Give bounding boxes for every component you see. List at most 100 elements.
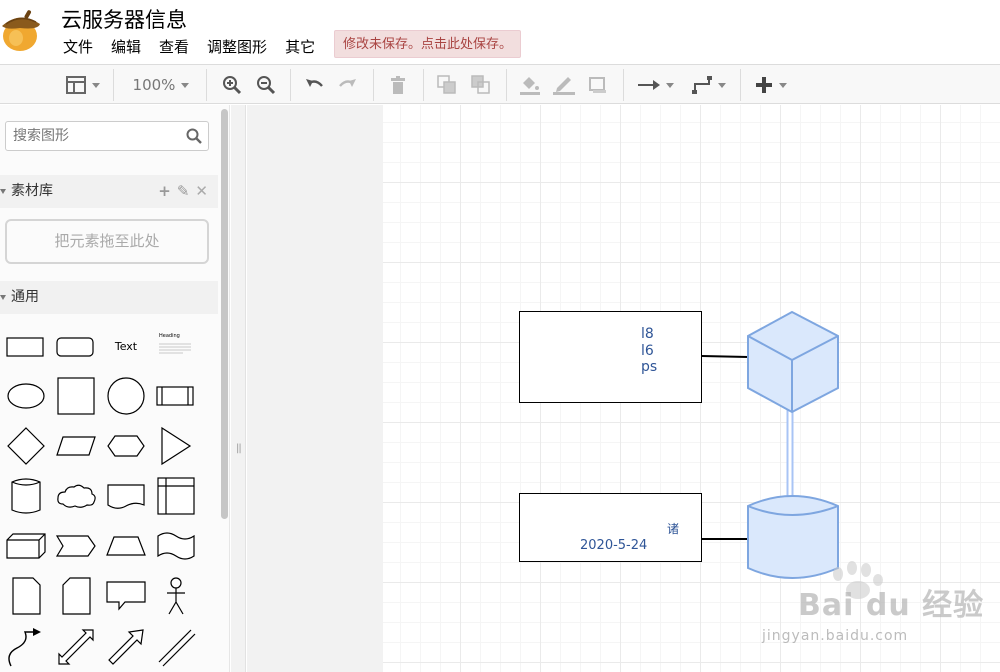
search-icon[interactable] — [186, 128, 202, 144]
zoom-level: 100% — [132, 76, 176, 94]
callout-shape[interactable] — [103, 574, 149, 618]
triangle-shape[interactable] — [153, 424, 199, 468]
fill-color-button[interactable] — [516, 70, 544, 100]
cylinder-shape[interactable] — [3, 474, 49, 518]
zoom-dropdown[interactable]: 100% — [126, 70, 196, 100]
waypoints-dropdown[interactable] — [686, 70, 732, 100]
curved-arrow-shape[interactable] — [3, 624, 49, 668]
cube-server-icon[interactable] — [744, 310, 842, 414]
text-shape[interactable]: Text — [114, 340, 138, 353]
shadow-button[interactable] — [584, 70, 612, 100]
server-info-line-1: l8 — [641, 326, 654, 342]
process-shape[interactable] — [153, 374, 199, 418]
section-general-header[interactable]: 通用 — [0, 281, 218, 314]
undo-icon — [306, 79, 323, 87]
insert-dropdown[interactable] — [750, 70, 792, 100]
toolbar-divider — [423, 69, 424, 101]
chevron-down-icon — [718, 82, 726, 88]
splitter-grip-icon: || — [236, 443, 242, 454]
edit-library-icon[interactable]: ✎ — [176, 182, 190, 200]
circle-shape[interactable] — [103, 374, 149, 418]
chevron-down-icon — [666, 82, 674, 88]
send-to-back-icon — [471, 75, 490, 94]
server-info-line-2: l6 — [641, 343, 654, 359]
undo-button[interactable] — [300, 70, 328, 100]
unsaved-changes-button[interactable]: 修改未保存。点击此处保存。 — [334, 30, 522, 58]
delete-button[interactable] — [384, 70, 412, 100]
diamond-shape[interactable] — [3, 424, 49, 468]
shape-search-input[interactable] — [6, 122, 176, 150]
single-arrow-shape[interactable] — [103, 624, 149, 668]
square-shape[interactable] — [53, 374, 99, 418]
toolbar-divider — [113, 69, 114, 101]
toolbar-divider — [740, 69, 741, 101]
section-library-header[interactable]: 素材库 + ✎ ✕ — [0, 175, 218, 208]
library-actions: + ✎ ✕ — [158, 175, 208, 208]
toolbar-divider — [506, 69, 507, 101]
storage-info-box[interactable]: 诸 2020-5-24 — [519, 493, 702, 562]
trapezoid-shape[interactable] — [103, 524, 149, 568]
step-shape[interactable] — [53, 524, 99, 568]
redo-icon — [339, 79, 356, 87]
line-color-button[interactable] — [550, 70, 578, 100]
menu-view[interactable]: 查看 — [159, 38, 190, 56]
shadow-box-icon — [589, 77, 606, 93]
cloud-shape[interactable] — [53, 474, 99, 518]
storage-info-line-1: 诸 — [667, 522, 680, 536]
toolbar: 100% — [0, 64, 1000, 104]
hexagon-shape[interactable] — [103, 424, 149, 468]
toolbar-divider — [373, 69, 374, 101]
to-front-button[interactable] — [433, 70, 461, 100]
layout-panel-icon — [66, 76, 86, 94]
library-dropzone[interactable]: 把元素拖至此处 — [5, 219, 209, 264]
actor-shape[interactable] — [153, 574, 199, 618]
connection-style-dropdown[interactable] — [633, 70, 679, 100]
to-back-button[interactable] — [467, 70, 495, 100]
menu-extras[interactable]: 其它 — [285, 38, 316, 56]
zoom-out-button[interactable] — [252, 70, 280, 100]
diagram-title[interactable]: 云服务器信息 — [61, 8, 187, 32]
cube-shape[interactable] — [3, 524, 49, 568]
close-library-icon[interactable]: ✕ — [195, 182, 208, 200]
shapes-sidebar: 素材库 + ✎ ✕ 把元素拖至此处 通用 Text Heading — [0, 105, 230, 672]
connector-line-cube[interactable] — [701, 355, 749, 358]
heading-lines-icon — [159, 343, 191, 354]
plus-icon — [756, 77, 772, 93]
rectangle-shape[interactable] — [3, 325, 49, 369]
database-cylinder-icon[interactable] — [744, 490, 842, 586]
sidebar-scrollbar[interactable] — [221, 109, 228, 519]
menu-file[interactable]: 文件 — [63, 38, 94, 56]
card-shape[interactable] — [53, 574, 99, 618]
server-info-box[interactable]: l8 l6 ps — [519, 311, 702, 403]
sidebar-splitter[interactable]: || — [231, 105, 246, 672]
double-line-shape[interactable] — [153, 624, 199, 668]
tape-shape[interactable] — [153, 524, 199, 568]
document-shape[interactable] — [103, 474, 149, 518]
redo-button[interactable] — [334, 70, 362, 100]
search-box — [5, 121, 209, 151]
menu-edit[interactable]: 编辑 — [111, 38, 142, 56]
ellipse-shape[interactable] — [3, 374, 49, 418]
menu-arrange[interactable]: 调整图形 — [207, 38, 268, 56]
arrow-right-icon — [638, 80, 660, 90]
format-panel-button[interactable] — [62, 70, 104, 100]
app-header: 云服务器信息 文件 编辑 查看 调整图形 其它 修改未保存。点击此处保存。 — [0, 0, 1000, 64]
zoom-in-icon — [223, 76, 242, 95]
server-info-line-3: ps — [641, 359, 658, 375]
trash-icon — [391, 76, 405, 94]
heading-shape-label: Heading — [159, 333, 180, 339]
add-library-icon[interactable]: + — [158, 182, 171, 200]
chevron-down-icon — [181, 82, 190, 88]
elbow-connector-icon — [692, 76, 712, 94]
zoom-in-button[interactable] — [218, 70, 246, 100]
rounded-rectangle-shape[interactable] — [53, 325, 99, 369]
collapse-triangle-icon — [0, 295, 6, 300]
bidirectional-arrow-shape[interactable] — [53, 624, 99, 668]
parallelogram-shape[interactable] — [53, 424, 99, 468]
internal-storage-shape[interactable] — [153, 474, 199, 518]
heading-shape[interactable]: Heading — [153, 325, 199, 369]
bring-to-front-icon — [437, 75, 456, 94]
note-shape[interactable] — [3, 574, 49, 618]
paint-bucket-icon — [520, 77, 540, 95]
watermark-url: jingyan.baidu.com — [762, 628, 909, 644]
